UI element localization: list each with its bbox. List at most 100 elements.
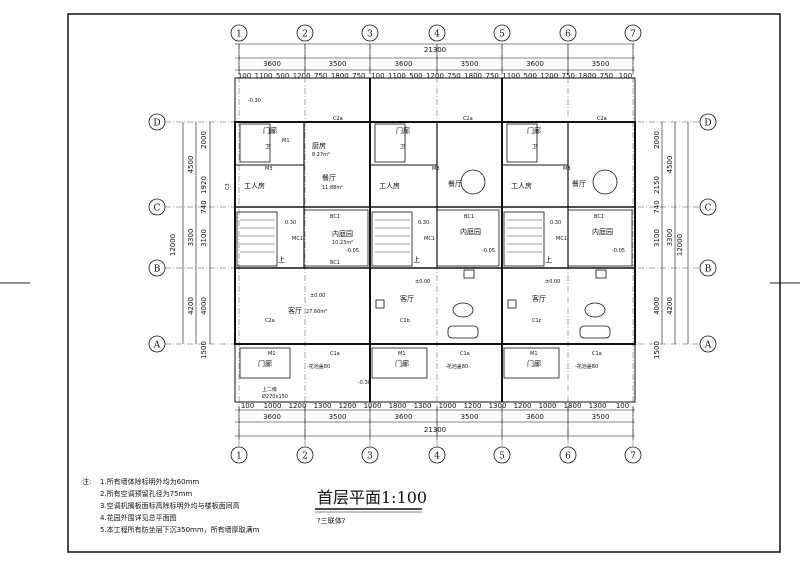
axis-bubble <box>699 335 717 353</box>
drawing-subtitle: ?三联体? <box>317 516 346 525</box>
tag-m3: M3 <box>563 166 571 172</box>
dimension-value: 750 <box>485 72 498 80</box>
axis-label: 6 <box>565 30 571 40</box>
dimension-value: 1800 <box>578 72 596 80</box>
axis-bubble <box>230 24 248 42</box>
unit-tag: C1c <box>532 318 542 324</box>
tag-m1: M1 <box>268 351 276 357</box>
sofa <box>447 325 479 339</box>
note-line: 2.所有空调预留孔径为75mm <box>100 489 192 498</box>
dimension-value: 100 <box>238 72 251 80</box>
axis-label: 5 <box>499 30 505 40</box>
dimension-value: 4500 <box>187 156 195 174</box>
room-label-kitchen: 厨房 <box>312 141 326 150</box>
tag-c1a: C1a <box>592 351 602 357</box>
room-label-inner-garden: 内庭园 <box>332 229 353 238</box>
furniture <box>375 169 618 339</box>
dimension-value: 500 <box>524 72 537 80</box>
axis-label: D <box>704 119 711 129</box>
dimension-value: 1200 <box>464 402 482 410</box>
axis-label: 7 <box>630 452 636 462</box>
dimension-value: 2000 <box>200 131 208 149</box>
dimension-value: 1200 <box>514 402 532 410</box>
tag-bc1: BC1 <box>330 214 340 220</box>
axis-label: 1 <box>236 452 242 462</box>
dimension-value: 4200 <box>666 297 674 315</box>
tag-c1a: C1a <box>460 351 470 357</box>
axis-bubble <box>148 259 166 277</box>
overall-dimension-left: 12000 <box>169 234 177 256</box>
room-area-living: 27.60m² <box>306 309 327 315</box>
tag-c3: C3 <box>225 183 231 190</box>
tag-mc1: MC1 <box>292 236 303 242</box>
stair-up: 上 <box>278 255 285 264</box>
dimension-value: 1100 <box>255 72 273 80</box>
level-tag: ±0.00 <box>545 279 560 285</box>
dimension-value: 1800 <box>331 72 349 80</box>
dining-table <box>460 169 486 195</box>
dimension-value: 1300 <box>414 402 432 410</box>
dimension-value: 1000 <box>364 402 382 410</box>
axis-label: D <box>153 119 160 129</box>
level-tag: 0.30 <box>285 220 296 226</box>
stair-note: 上二级 <box>262 386 277 393</box>
axis-label: 2 <box>302 30 308 40</box>
dimension-value: 3600 <box>526 60 544 68</box>
stair-up: 上 <box>545 255 552 264</box>
dimension-value: 3600 <box>263 413 281 421</box>
axis-bubble <box>428 24 446 42</box>
bath-label: 卫 <box>265 144 270 150</box>
dimension-value: 740 <box>200 200 208 213</box>
level-tag: -0.05 <box>612 248 625 254</box>
axis-label: B <box>705 265 712 275</box>
dimension-value: 2150 <box>653 176 661 194</box>
axis-label: C <box>705 204 712 214</box>
axis-bubble <box>559 446 577 464</box>
dimension-value: 1200 <box>540 72 558 80</box>
note-line: 4.花园外围详见总平面图 <box>100 513 177 522</box>
dimension-value: 4200 <box>187 297 195 315</box>
stair-dim: Ø270x150 <box>262 393 288 400</box>
building-walls <box>234 77 636 403</box>
level-tag: -0.05 <box>346 248 359 254</box>
room-area-kitchen: 8.27m² <box>312 152 330 158</box>
dining-table <box>592 169 618 195</box>
axis-bubble <box>699 259 717 277</box>
sofa <box>579 325 611 339</box>
tag-m1: M1 <box>282 138 290 144</box>
dimension-value: 1000 <box>264 402 282 410</box>
dimension-value: 1300 <box>589 402 607 410</box>
notes-list: 1.所有墙体除标明外均为60mm2.所有空调预留孔径为75mm3.空调机搁板面标… <box>100 477 260 534</box>
unit-tag: C2a <box>265 318 275 324</box>
dimension-value: 3100 <box>200 229 208 247</box>
aircon-label: -花池盖80 <box>307 363 330 370</box>
bath-label: 卫 <box>400 144 405 150</box>
dimension-value: 1500 <box>653 341 661 359</box>
note-line: 1.所有墙体除标明外均为60mm <box>100 477 199 486</box>
tag-c2a: C2a <box>463 116 473 122</box>
dimension-value: 1300 <box>314 402 332 410</box>
dimension-value: 3500 <box>592 413 610 421</box>
dimension-value: 1000 <box>439 402 457 410</box>
level-tag: 0.30 <box>418 220 429 226</box>
overall-dimension-bottom: 21300 <box>424 426 446 434</box>
dimension-value: 3600 <box>395 60 413 68</box>
axis-label: 6 <box>565 452 571 462</box>
room-label-garage: 门廊 <box>527 126 541 135</box>
stair-up: 上 <box>413 255 420 264</box>
room-label-entry: 门廊 <box>395 359 409 368</box>
dimension-value: 1200 <box>293 72 311 80</box>
axis-label: 3 <box>367 452 373 462</box>
dimension-value: 100 <box>616 402 629 410</box>
axis-bubble <box>296 24 314 42</box>
dimension-value: 1800 <box>464 72 482 80</box>
dimension-value: 750 <box>600 72 613 80</box>
overall-dimension-right: 12000 <box>676 234 684 256</box>
room-label-dining: 餐厅 <box>322 173 336 182</box>
axis-bubble <box>230 446 248 464</box>
dimension-value: 3300 <box>187 229 195 247</box>
